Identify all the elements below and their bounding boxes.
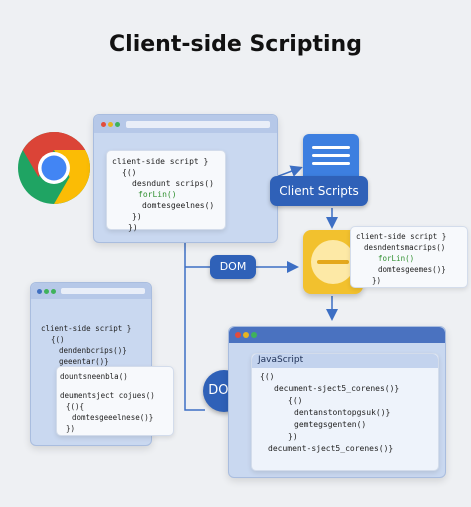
- maximize-dot-icon: [251, 332, 257, 338]
- script-card-engine: client-side script } desndentsmacrips() …: [350, 226, 468, 288]
- code-line: {(): [288, 396, 303, 405]
- code-line: deumentsject cojues(): [60, 391, 155, 400]
- code-line: }): [66, 424, 76, 433]
- code-line: {(){: [66, 402, 85, 411]
- close-dot-icon: [101, 122, 106, 127]
- javascript-panel-header: JavaScript: [252, 354, 438, 368]
- arrow-branch-line: [184, 240, 205, 411]
- code-line: domtesgeeelnese()}: [72, 413, 154, 422]
- code-block-engine: client-side script } desndentsmacrips() …: [356, 231, 446, 286]
- code-line: domtesgeelnes(): [142, 201, 215, 210]
- minimize-dot-icon: [108, 122, 113, 127]
- code-line: {(): [122, 168, 137, 177]
- doc-line-icon: [312, 162, 350, 165]
- browser-window-javascript: JavaScript {() decument-sject5_corenes()…: [228, 326, 446, 478]
- window-titlebar: [31, 283, 151, 299]
- code-block-left: client-side script } {() dendenbcrips()}…: [41, 323, 131, 367]
- code-line: client-side script }: [356, 232, 447, 241]
- code-line: dendenbcrips()}: [59, 346, 127, 355]
- close-dot-icon: [235, 332, 241, 338]
- code-line: geeentar()}: [59, 357, 109, 366]
- code-line: {(): [260, 372, 275, 381]
- dot-icon: [37, 289, 42, 294]
- code-line: gemtegsgenten(): [294, 420, 367, 429]
- maximize-dot-icon: [115, 122, 120, 127]
- code-line: forLin(): [138, 190, 177, 199]
- dot-icon: [51, 289, 56, 294]
- code-line: }): [128, 223, 138, 232]
- code-line: domtesgeemes()}: [378, 265, 446, 274]
- code-block-left-card: dountsneenbla() deumentsject cojues() {(…: [60, 371, 155, 434]
- address-bar[interactable]: [126, 121, 270, 128]
- dom-label: DOM: [210, 255, 256, 279]
- address-bar[interactable]: [61, 288, 145, 294]
- code-line: desndunt scrips(): [132, 179, 214, 188]
- script-card-top: client-side script } {() desndunt scrips…: [106, 150, 226, 233]
- code-block-top: client-side script } {() desndunt scrips…: [112, 156, 214, 233]
- script-card-left: dountsneenbla() deumentsject cojues() {(…: [56, 366, 174, 436]
- doc-line-icon: [312, 154, 350, 157]
- window-titlebar: [229, 327, 445, 343]
- code-block-javascript: {() decument-sject5_corenes()} {() denta…: [260, 371, 399, 455]
- code-line: {(): [51, 335, 65, 344]
- javascript-code-panel: JavaScript {() decument-sject5_corenes()…: [251, 353, 439, 471]
- window-titlebar: [94, 115, 277, 133]
- code-line: dentanstontopgsuk()}: [294, 408, 391, 417]
- code-line: }): [372, 276, 382, 285]
- dot-icon: [44, 289, 49, 294]
- javascript-label: JavaScript: [258, 355, 304, 365]
- code-line: desndentsmacrips(): [364, 243, 446, 252]
- engine-bar-icon: [317, 260, 349, 264]
- code-line: decument-sject5_corenes()}: [268, 444, 394, 453]
- client-scripts-label: Client Scripts: [270, 176, 368, 206]
- chrome-logo-icon: [18, 132, 91, 205]
- code-line: client-side script }: [112, 157, 209, 166]
- doc-line-icon: [312, 146, 350, 149]
- code-line: forLin(): [378, 254, 415, 263]
- page-title: Client-side Scripting: [109, 32, 362, 57]
- code-line: }): [288, 432, 298, 441]
- code-line: client-side script }: [41, 324, 132, 333]
- code-line: decument-sject5_corenes()}: [274, 384, 400, 393]
- code-line: }): [132, 212, 142, 221]
- code-line: dountsneenbla(): [60, 372, 128, 381]
- minimize-dot-icon: [243, 332, 249, 338]
